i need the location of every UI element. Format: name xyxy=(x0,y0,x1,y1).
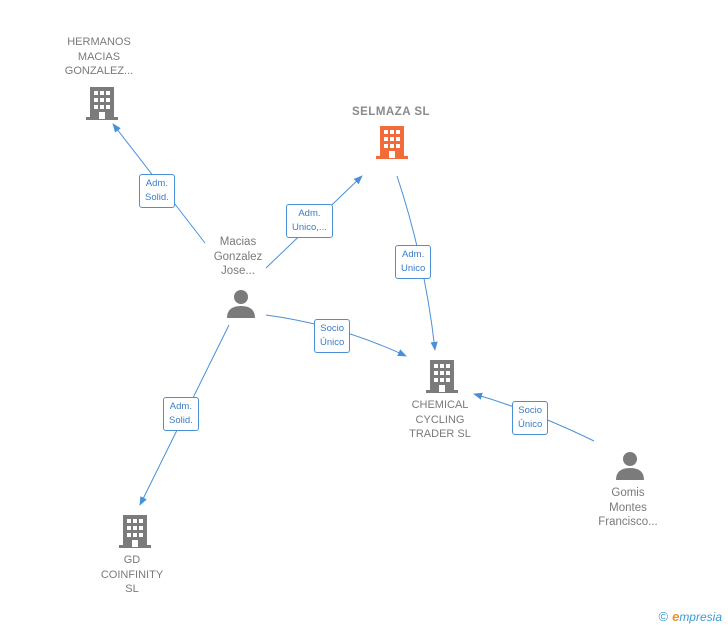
edge-label-macias-chemical[interactable]: Socio Único xyxy=(314,319,351,353)
node-label-selmaza[interactable]: SELMAZA SL xyxy=(351,106,431,118)
edge-label-gomis-chemical[interactable]: Socio Único xyxy=(512,401,549,435)
person-icon[interactable] xyxy=(225,289,257,319)
edge-label-selmaza-chemical[interactable]: Adm. Unico xyxy=(395,245,432,279)
brand-initial: e xyxy=(672,609,680,624)
copyright-icon: © xyxy=(658,609,669,624)
brand-name: mpresia xyxy=(679,610,722,624)
edge-label-macias-hermanos[interactable]: Adm. Solid. xyxy=(139,174,175,208)
node-label-hermanos[interactable]: HERMANOS MACIAS GONZALEZ... xyxy=(64,36,134,77)
node-label-gd[interactable]: GD COINFINITY SL xyxy=(100,554,164,595)
person-icon[interactable] xyxy=(614,451,646,481)
building-icon[interactable] xyxy=(119,513,151,549)
building-icon-main[interactable] xyxy=(376,124,408,160)
node-label-macias[interactable]: Macias Gonzalez Jose... xyxy=(213,236,263,277)
building-icon[interactable] xyxy=(86,85,118,121)
node-label-chemical[interactable]: CHEMICAL CYCLING TRADER SL xyxy=(409,399,471,440)
edge-label-macias-gd[interactable]: Adm. Solid. xyxy=(163,397,199,431)
building-icon[interactable] xyxy=(426,358,458,394)
brand-footer: ©empresia xyxy=(658,609,722,624)
edge-label-macias-selmaza[interactable]: Adm. Unico,... xyxy=(286,204,333,238)
node-label-gomis[interactable]: Gomis Montes Francisco... xyxy=(598,487,658,528)
